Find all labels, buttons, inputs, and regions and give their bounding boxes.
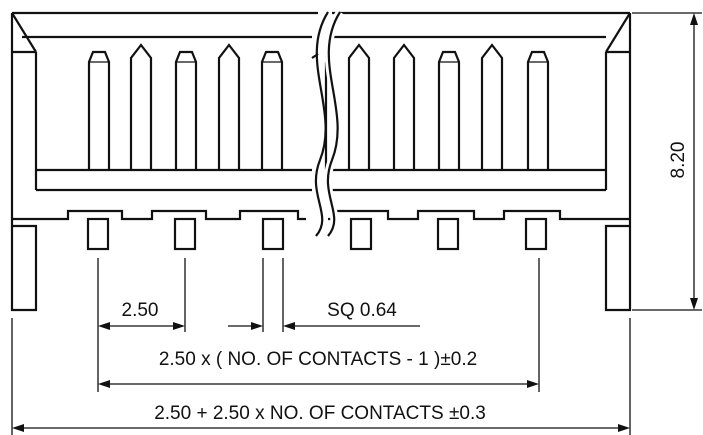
pin-span-dimension-label: 2.50 x ( NO. OF CONTACTS - 1 )±0.2 (159, 349, 477, 370)
dimension-pin-square: SQ 0.64 (228, 258, 420, 332)
dimension-pitch: 2.50 (97, 258, 186, 392)
overall-length-dimension-label: 2.50 + 2.50 x NO. OF CONTACTS ±0.3 (154, 403, 486, 424)
contact-pins-upper (87, 43, 550, 170)
contact-tails (86, 217, 548, 251)
break-line (314, 11, 329, 237)
height-dimension-label: 8.20 (668, 142, 689, 179)
dimension-height: 8.20 (632, 12, 702, 311)
housing (10, 11, 632, 312)
pin-square-dimension-label: SQ 0.64 (327, 300, 397, 321)
pitch-dimension-label: 2.50 (122, 300, 159, 321)
dimension-pin-span: 2.50 x ( NO. OF CONTACTS - 1 )±0.2 (98, 258, 540, 392)
dimension-overall-length: 2.50 + 2.50 x NO. OF CONTACTS ±0.3 (11, 318, 631, 435)
